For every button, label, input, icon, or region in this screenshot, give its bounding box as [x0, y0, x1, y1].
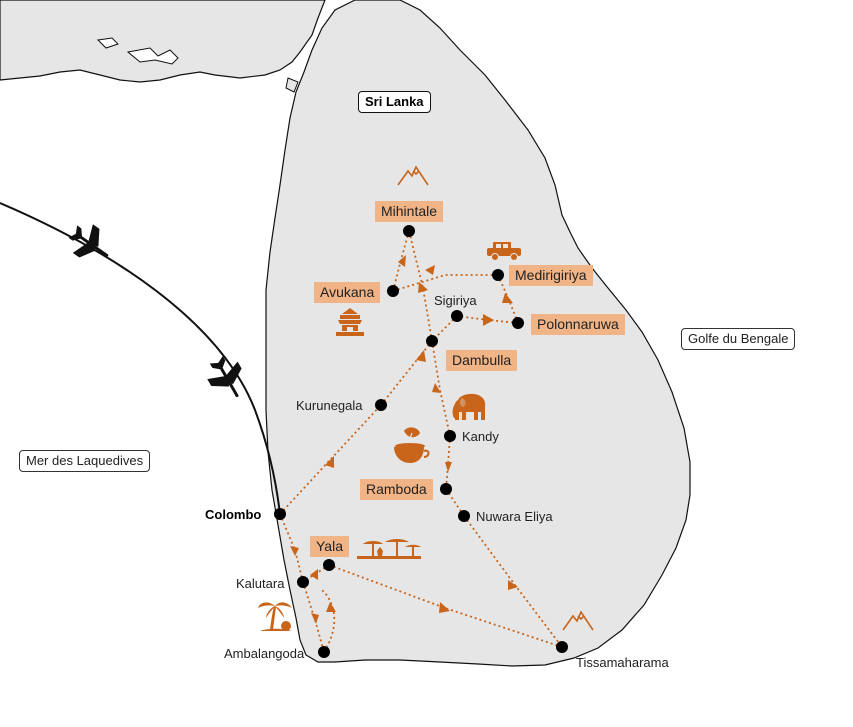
route-segment — [279, 513, 304, 583]
india-landmass — [0, 0, 326, 83]
sea-label-west: Mer des Laquedives — [19, 450, 151, 473]
route-segment — [431, 340, 451, 437]
islet — [126, 47, 179, 65]
elephant-icon — [452, 393, 486, 420]
dot-kalutara — [297, 576, 309, 588]
city-dots — [274, 225, 568, 658]
label-yala: Yala — [310, 536, 349, 558]
jeep-icon — [487, 242, 521, 261]
dot-yala — [323, 559, 335, 571]
islet — [96, 37, 119, 49]
dot-mihintale — [403, 225, 415, 237]
label-ramboda: Ramboda — [360, 479, 433, 501]
label-medirigiriya: Medirigiriya — [509, 265, 593, 287]
route-segment — [321, 589, 336, 653]
dot-nuwara-eliya — [458, 510, 470, 522]
dot-colombo — [274, 508, 286, 520]
label-kurunegala: Kurunegala — [296, 398, 363, 413]
route-segment — [380, 340, 433, 406]
route-segment — [328, 564, 563, 648]
label-mihintale: Mihintale — [375, 201, 444, 223]
label-kandy: Kandy — [462, 429, 499, 444]
tea-icon — [394, 427, 430, 463]
label-nuwara-eliya: Nuwara Eliya — [476, 509, 553, 524]
islet — [285, 77, 299, 93]
dot-polonnaruwa — [512, 317, 524, 329]
temple-icon — [336, 308, 364, 336]
dot-tissamaharama — [556, 641, 568, 653]
label-ambalangoda: Ambalangoda — [224, 646, 305, 661]
dot-sigiriya — [451, 310, 463, 322]
label-dambulla: Dambulla — [446, 350, 518, 372]
dot-ambalangoda — [318, 646, 330, 658]
airplane-icon — [68, 224, 109, 258]
acacia-trees-icon — [357, 539, 421, 559]
dot-kurunegala — [375, 399, 387, 411]
mountain-icon — [397, 165, 429, 186]
label-polonnaruwa: Polonnaruwa — [531, 314, 625, 336]
palm-beach-icon — [258, 602, 292, 631]
sea-label-east: Golfe du Bengale — [681, 328, 796, 351]
label-kalutara: Kalutara — [236, 576, 285, 591]
dot-medirigiriya — [492, 269, 504, 281]
airplane-icon — [207, 355, 242, 398]
dot-kandy — [444, 430, 456, 442]
route-arrows — [290, 255, 518, 624]
label-tissamaharama: Tissamaharama — [576, 655, 669, 670]
dot-dambulla — [426, 335, 438, 347]
label-avukana: Avukana — [314, 282, 381, 304]
route-segment — [445, 435, 451, 490]
map-title: Sri Lanka — [358, 91, 431, 114]
label-sigiriya: Sigiriya — [434, 293, 477, 308]
mountain-icon — [562, 610, 594, 631]
dot-avukana — [387, 285, 399, 297]
dot-ramboda — [440, 483, 452, 495]
label-colombo: Colombo — [205, 507, 262, 522]
